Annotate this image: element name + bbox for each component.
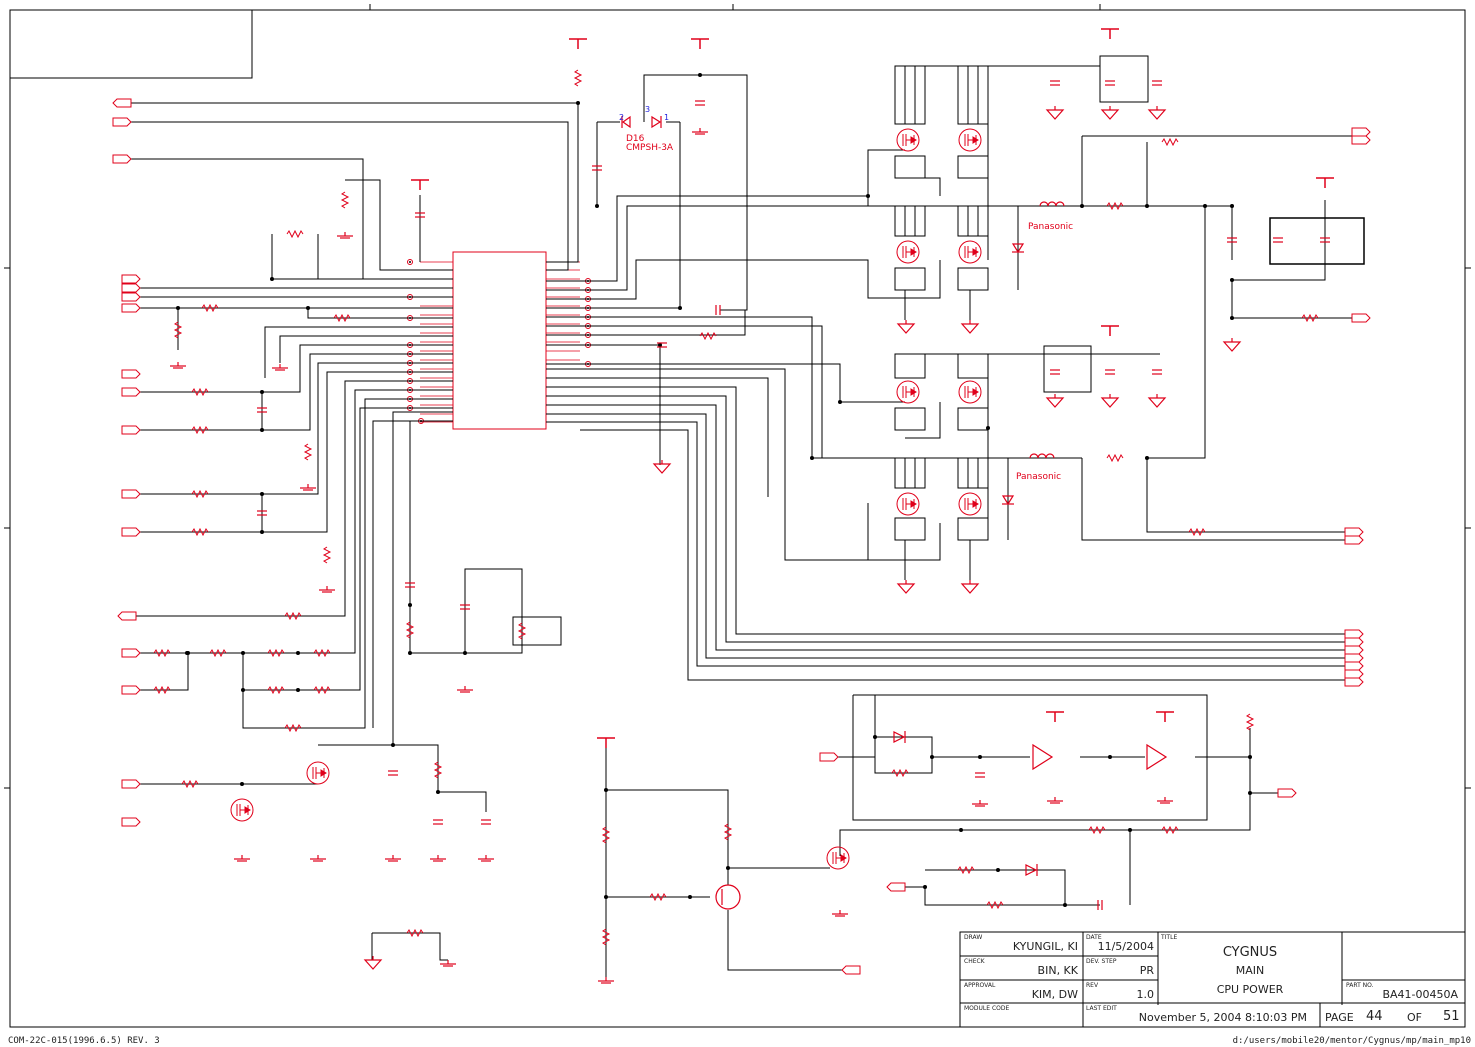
draw-value: KYUNGIL, KI [1013,940,1078,953]
draw-label: DRAW [964,934,982,941]
page-label: PAGE [1325,1011,1354,1024]
component-labels: D16 CMPSH-3A 2 3 1 Panasonic Panasonic [619,105,1073,482]
inductor-label-2: Panasonic [1016,472,1061,482]
approval-value: KIM, DW [1032,988,1078,1001]
resistors [153,69,1319,946]
capacitors [256,55,1365,911]
diode-part: CMPSH-3A [626,143,674,153]
module-code-label: MODULE CODE [964,1005,1009,1012]
part-no-value: BA41-00450A [1382,988,1458,1001]
diode-pin-1: 1 [664,113,669,122]
diode-pin-3: 3 [645,105,650,114]
date-label: DATE [1086,934,1102,941]
of-label: OF [1407,1011,1422,1024]
date-value: 11/5/2004 [1098,940,1154,953]
inductor-label-1: Panasonic [1028,222,1073,232]
junctions [176,73,1252,907]
title-line-3: CPU POWER [1217,983,1284,996]
diode-ref: D16 [626,134,645,144]
approval-label: APPROVAL [964,982,996,989]
check-label: CHECK [964,958,986,965]
diode-pin-2: 2 [619,113,624,122]
dev-step-value: PR [1140,964,1155,977]
last-edit-label: LAST EDIT [1086,1005,1117,1012]
rev-label: REV [1086,982,1099,989]
title-line-2: MAIN [1236,964,1265,977]
wires [130,65,1355,980]
rev-value: 1.0 [1137,988,1155,1001]
footer-file-path: d:/users/mobile20/mentor/Cygnus/mp/main_… [1232,1036,1471,1046]
mosfet-array [230,65,989,870]
page-value: 44 [1366,1009,1383,1024]
check-value: BIN, KK [1038,964,1079,977]
title-block: DRAW CHECK APPROVAL MODULE CODE DATE DEV… [959,931,1466,1028]
sheet-frame [4,4,1471,1028]
dev-step-label: DEV. STEP [1086,958,1117,965]
title-line-1: CYGNUS [1223,945,1277,960]
part-no-label: PART NO. [1346,982,1374,989]
inductors-diodes [621,115,1168,910]
footer-form-code: COM-22C-015(1996.6.5) REV. 3 [8,1036,160,1046]
total-pages-value: 51 [1443,1009,1460,1024]
ports [112,98,1371,975]
title-label: TITLE [1160,934,1177,941]
last-edit-value: November 5, 2004 8:10:03 PM [1139,1011,1307,1024]
